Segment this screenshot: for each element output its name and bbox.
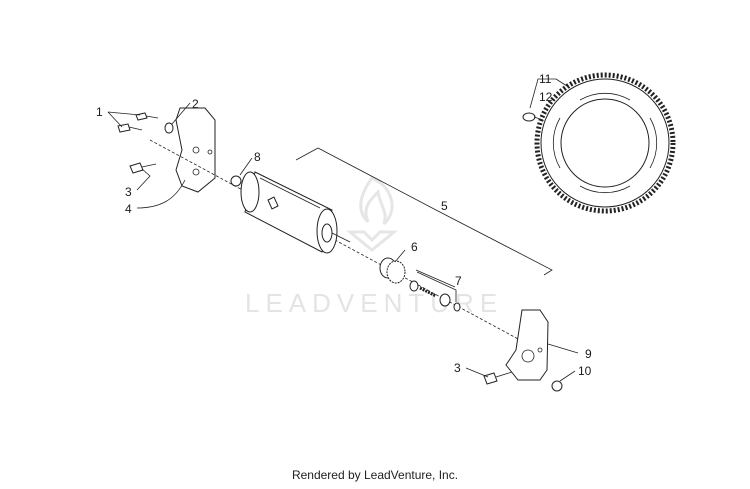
starter-motor — [240, 171, 351, 254]
callouts: 1 2 3 4 5 6 7 8 9 3 10 11 12 — [96, 72, 592, 378]
callout-12: 12 — [539, 90, 553, 104]
terminal-nut — [230, 175, 242, 187]
watermark-text: LEADVENTURE — [245, 288, 503, 318]
end-bracket — [505, 309, 549, 381]
flame-logo-icon — [345, 175, 399, 252]
callout-6: 6 — [411, 240, 418, 254]
callout-3-left: 3 — [125, 185, 132, 199]
callout-11: 11 — [539, 72, 552, 86]
callout-5: 5 — [441, 199, 448, 213]
callout-2: 2 — [192, 97, 199, 111]
washer — [164, 122, 174, 134]
callout-4: 4 — [125, 202, 132, 216]
mounting-bracket — [175, 107, 216, 193]
pinion-gear — [379, 257, 406, 284]
callout-3-right: 3 — [454, 361, 461, 375]
bracket-bolt — [129, 162, 157, 174]
pinion-kit — [409, 280, 461, 312]
callout-7: 7 — [455, 274, 462, 288]
callout-1: 1 — [96, 105, 103, 119]
callout-10: 10 — [578, 364, 592, 378]
end-nut — [551, 380, 563, 392]
callout-8: 8 — [254, 150, 261, 164]
ring-gear — [534, 72, 676, 214]
footer-credit: Rendered by LeadVenture, Inc. — [291, 468, 459, 482]
leader-lines — [107, 78, 579, 382]
callout-9: 9 — [585, 347, 592, 361]
bolt-set-1 — [117, 112, 159, 133]
ring-gear-bolt — [522, 112, 544, 122]
end-bracket-bolt — [483, 371, 513, 385]
